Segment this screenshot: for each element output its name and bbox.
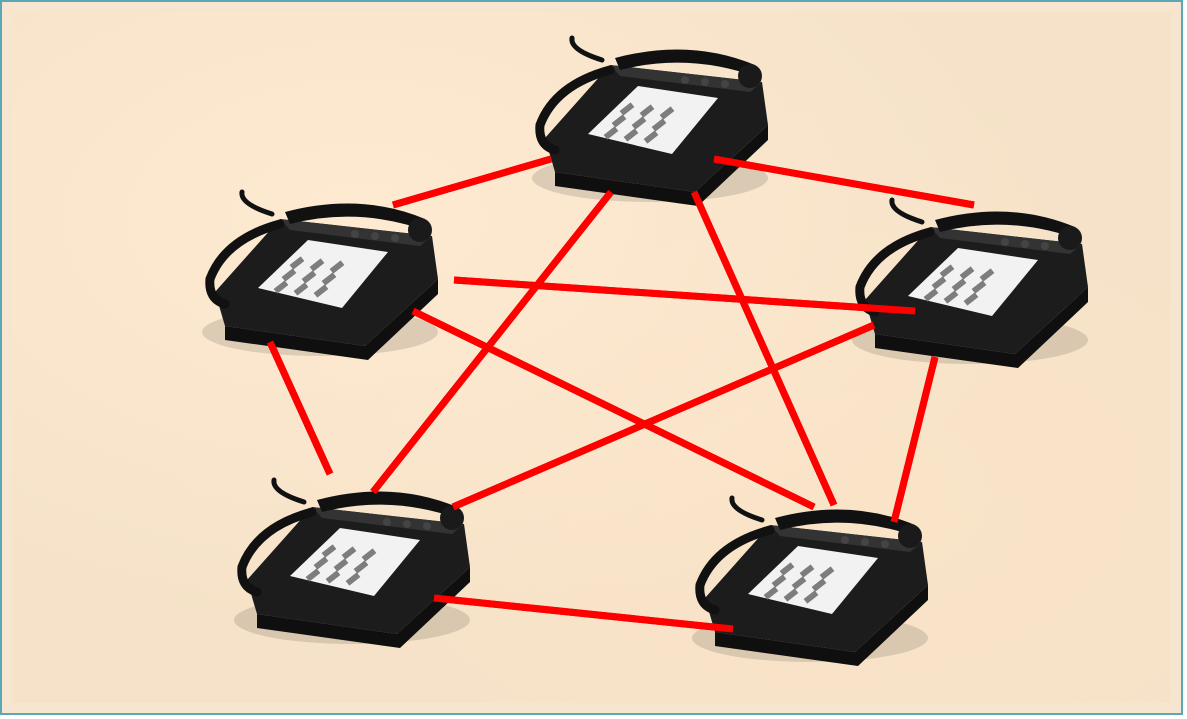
link-phone-top-to-phone-left-overlay [393, 159, 551, 205]
phone-right-telephone-icon [852, 200, 1088, 368]
link-phone-bottom-left-to-phone-bottom-right-overlay [434, 598, 733, 629]
link-phone-left-to-phone-bottom-left-overlay [270, 342, 330, 474]
phone-bottom-left-telephone-icon [234, 480, 470, 648]
link-phone-left-to-phone-bottom-right-overlay [413, 311, 814, 507]
link-phone-right-to-phone-bottom-right-overlay [894, 357, 935, 522]
phone-top-telephone-icon [532, 38, 768, 206]
link-phone-right-to-phone-bottom-left-overlay [453, 325, 874, 507]
nodes-layer [202, 38, 1088, 666]
phone-left-telephone-icon [202, 192, 438, 360]
phone-bottom-right-telephone-icon [692, 498, 928, 666]
